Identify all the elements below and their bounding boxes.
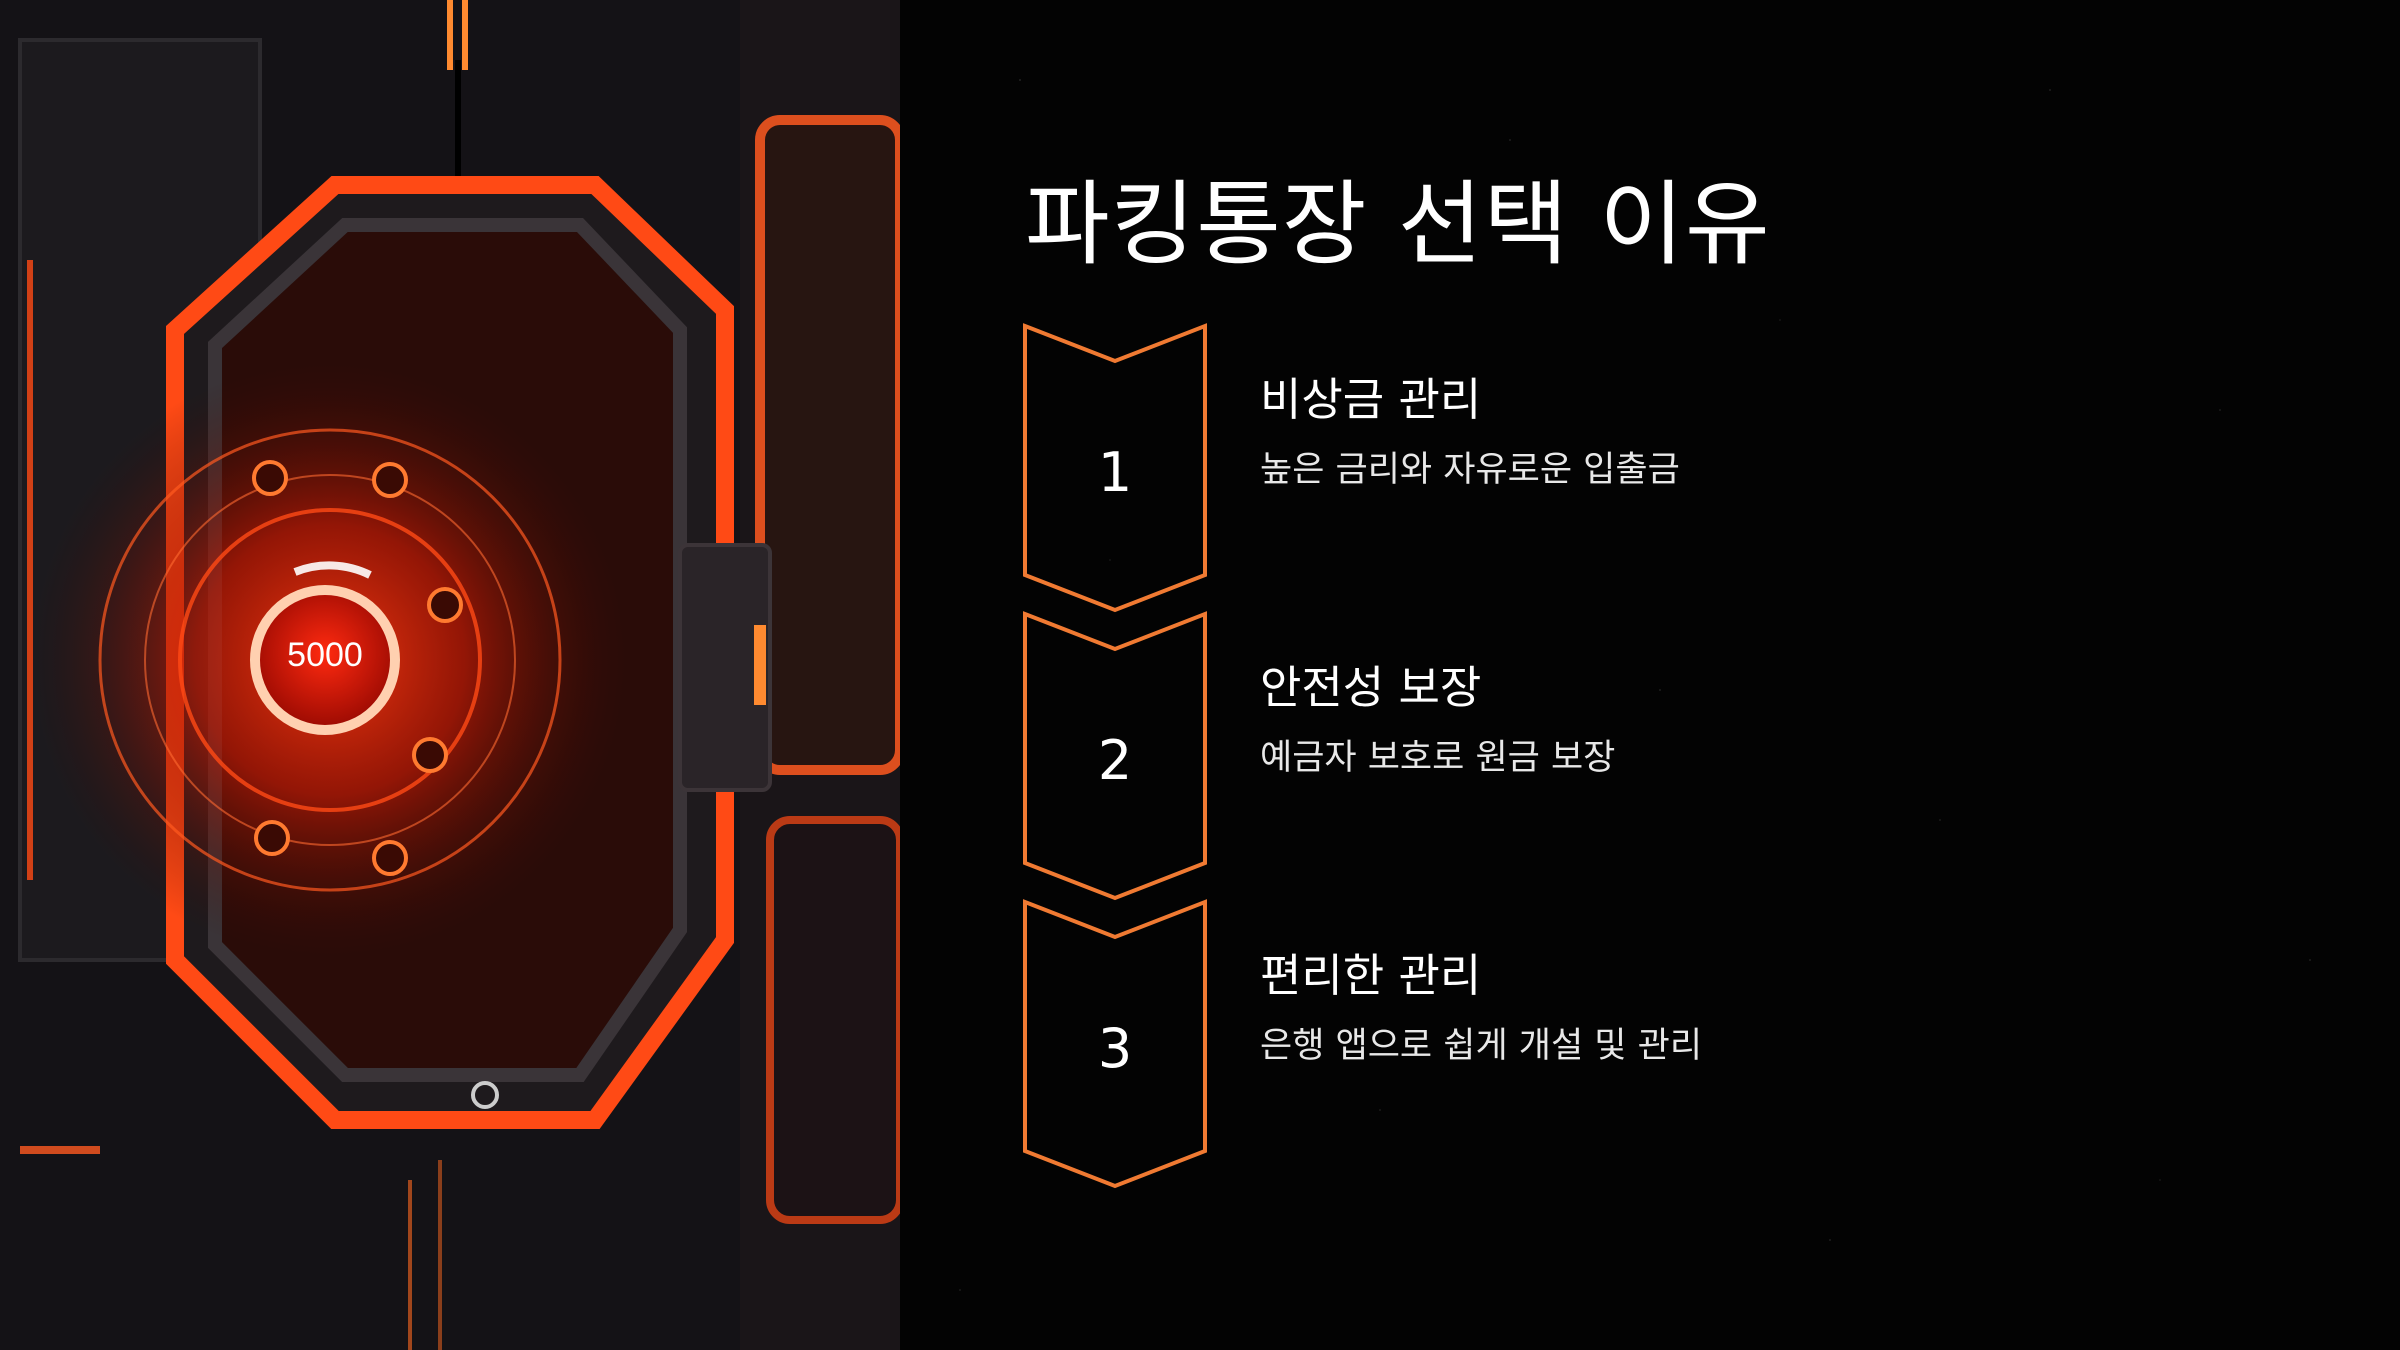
vault-art (0, 0, 900, 1350)
dial-label: 5000 (287, 636, 363, 674)
vault-illustration: 5000 (0, 0, 900, 1350)
step-2: 2 안전성 보장 예금자 보호로 원금 보장 (1022, 611, 2322, 901)
step-heading: 편리한 관리 (1260, 949, 1482, 1002)
step-heading: 안전성 보장 (1260, 661, 1482, 714)
step-3: 3 편리한 관리 은행 앱으로 쉽게 개설 및 관리 (1022, 899, 2322, 1189)
step-number: 1 (1097, 441, 1133, 504)
starfield-background (900, 0, 2400, 1350)
chevron-shape (1023, 611, 1207, 901)
step-description: 높은 금리와 자유로운 입출금 (1260, 450, 1680, 490)
chevron-shape (1023, 899, 1207, 1189)
step-number: 3 (1097, 1017, 1133, 1080)
step-1: 1 비상금 관리 높은 금리와 자유로운 입출금 (1022, 323, 2322, 613)
page-title: 파킹통장 선택 이유 (1025, 171, 1771, 278)
step-number: 2 (1097, 729, 1133, 792)
step-description: 은행 앱으로 쉽게 개설 및 관리 (1260, 1026, 1703, 1066)
chevron-shape (1023, 323, 1207, 613)
step-heading: 비상금 관리 (1260, 373, 1482, 426)
step-description: 예금자 보호로 원금 보장 (1260, 738, 1616, 778)
